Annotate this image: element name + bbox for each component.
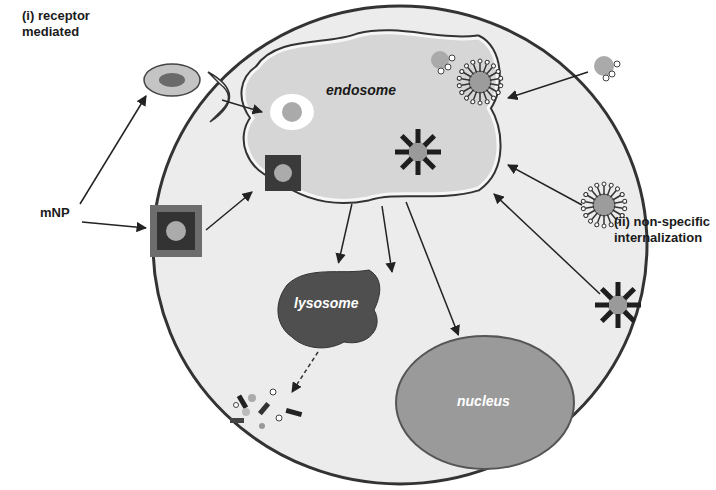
- trafficking-arrow: [382, 206, 392, 272]
- cluster-nanoparticle: [431, 51, 455, 74]
- trafficking-arrow: [339, 204, 352, 263]
- cell-membrane: [153, 6, 647, 484]
- degradation-fragments: [230, 389, 302, 429]
- uptake-arrow: [494, 194, 600, 294]
- pathway-label: (ii) non-specific internalization: [614, 214, 714, 246]
- particle-label: mNP: [40, 205, 90, 221]
- node-label: lysosome: [294, 295, 359, 311]
- square-nanoparticle: [265, 155, 301, 191]
- brush-nanoparticle: [457, 59, 503, 105]
- uptake-arrow: [508, 72, 588, 98]
- lysosome-blob: lysosome: [272, 265, 384, 353]
- degradation-arrow: [292, 352, 318, 392]
- trafficking-arrow: [406, 202, 458, 335]
- mnp-arrow: [82, 222, 146, 228]
- uptake-arrow: [508, 165, 582, 205]
- star-nanoparticle: [395, 129, 441, 175]
- node-label: endosome: [326, 82, 396, 98]
- uptake-arrow: [206, 192, 252, 230]
- uptake-arrow: [222, 100, 262, 112]
- square-nanoparticle: [150, 205, 202, 257]
- oval-nanoparticle: [144, 64, 200, 96]
- star-nanoparticle: [595, 282, 641, 328]
- nucleus-ellipse: nucleus: [395, 335, 575, 470]
- pathway-label: (i) receptor mediated: [22, 8, 140, 40]
- halo-nanoparticle: [270, 94, 314, 130]
- cluster-nanoparticle: [584, 56, 628, 81]
- receptor-symbol: [208, 72, 230, 122]
- mnp-arrow: [80, 96, 146, 204]
- node-label: nucleus: [457, 393, 510, 409]
